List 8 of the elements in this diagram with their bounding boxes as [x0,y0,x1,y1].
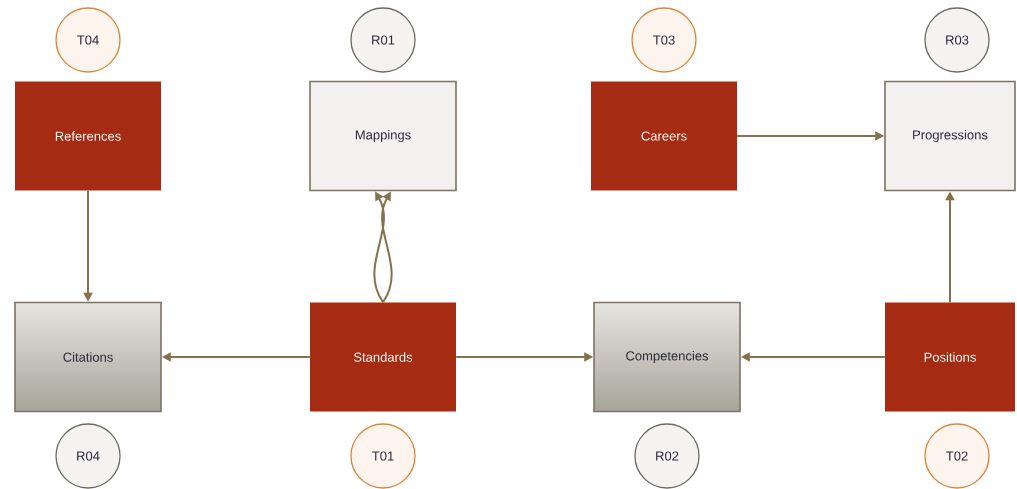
process-box: Positions [885,302,1015,412]
process-box: References [15,81,161,191]
process-box: Citations [14,301,162,413]
process-box: Mappings [309,80,457,192]
process-box: Competencies [593,301,741,413]
process-box: Progressions [884,80,1016,192]
process-box: Careers [591,81,737,191]
process-box: Standards [310,302,456,412]
